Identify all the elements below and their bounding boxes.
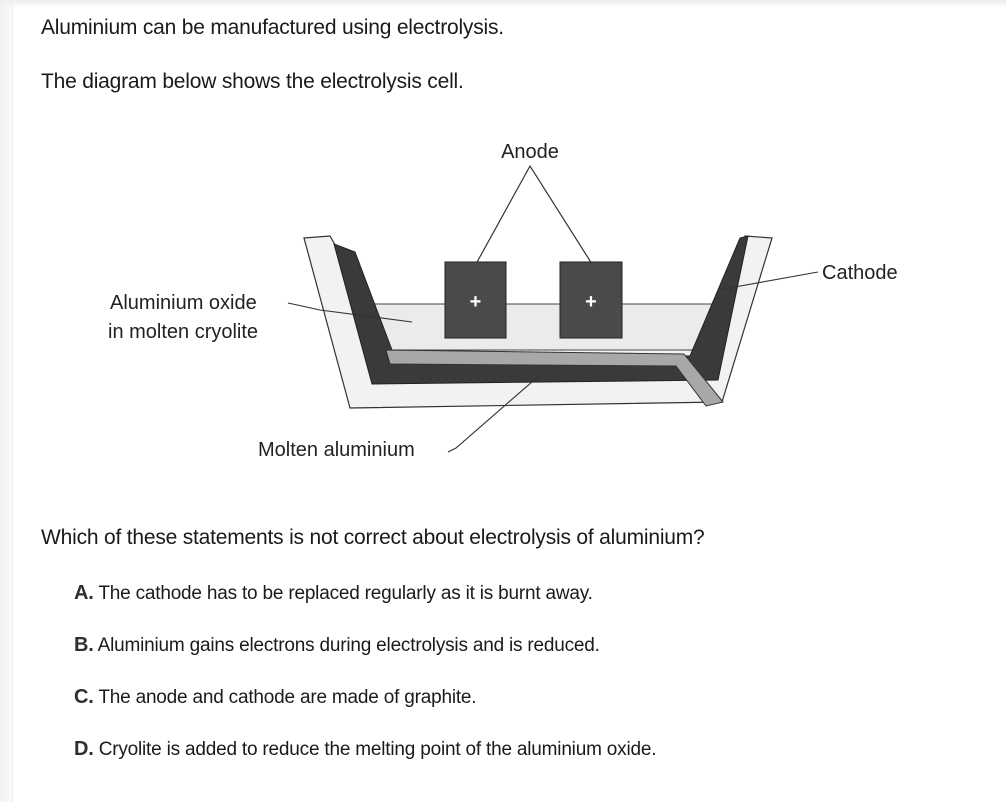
option-letter: C. [74,686,94,708]
page-top-shadow [0,0,1006,8]
oxide-label-line-2: in molten cryolite [108,321,258,343]
option-text: Cryolite is added to reduce the melting … [98,739,657,760]
option-b[interactable]: B. Aluminium gains electrons during elec… [74,634,656,686]
option-text: Aluminium gains electrons during electro… [97,635,600,656]
electrolyte-region [367,303,713,351]
anode-block-left [444,261,507,339]
cathode-label: Cathode [822,262,898,284]
cathode-leader-line [717,271,819,291]
molten-aluminium-label: Molten aluminium [258,439,415,461]
option-text: The cathode has to be replaced regularly… [98,583,593,604]
option-c[interactable]: C. The anode and cathode are made of gra… [74,686,656,738]
option-text: The anode and cathode are made of graphi… [98,687,477,708]
intro-text-line-2: The diagram below shows the electrolysis… [41,70,464,93]
oxide-label-line-1: Aluminium oxide [110,292,257,314]
answer-options: A. The cathode has to be replaced regula… [74,582,656,790]
molten-aluminium-leader-line [447,367,549,453]
anode-wire [475,164,593,265]
option-d[interactable]: D. Cryolite is added to reduce the melti… [74,738,656,790]
anode-block-right [559,261,623,339]
anode-plus-sign-left: + [470,291,482,313]
molten-aluminium-layer [385,349,724,407]
anode-label: Anode [501,141,559,163]
option-letter: A. [74,582,94,604]
page-left-border [0,0,13,802]
option-letter: B. [74,634,94,656]
option-a[interactable]: A. The cathode has to be replaced regula… [74,582,656,634]
intro-text-line-1: Aluminium can be manufactured using elec… [41,16,504,39]
question-prompt: Which of these statements is not correct… [41,526,705,549]
option-letter: D. [74,738,94,760]
oxide-leader-line [287,302,413,323]
anode-plus-sign-right: + [585,291,597,313]
